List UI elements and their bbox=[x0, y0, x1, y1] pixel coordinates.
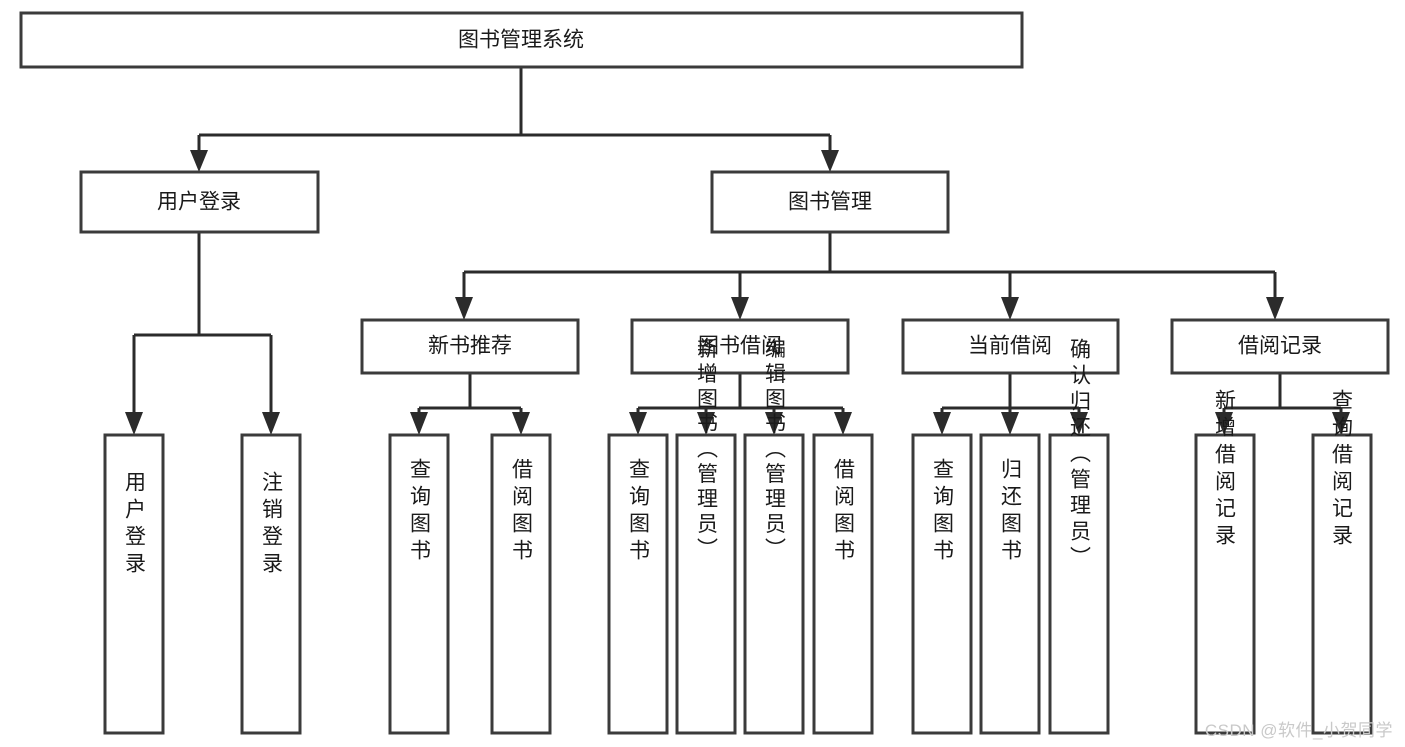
leaf-query-book-b[interactable]: 查询图书 bbox=[607, 433, 669, 735]
leaf-return-book-box[interactable] bbox=[979, 433, 1041, 735]
node-book-management-label: 图书管理 bbox=[788, 191, 872, 214]
leaf-add-borrow-record[interactable]: 新增借阅记录 bbox=[1194, 389, 1256, 735]
node-current-borrow-label: 当前借阅 bbox=[968, 335, 1052, 358]
arrow-head-leaf-e1 bbox=[1332, 412, 1350, 435]
node-new-book-recommend-box[interactable] bbox=[360, 318, 580, 375]
leaf-borrow-book-b[interactable]: 借阅图书 bbox=[812, 433, 874, 735]
node-root-box[interactable] bbox=[19, 11, 1024, 69]
arrow-head-user-login bbox=[190, 150, 208, 172]
leaf-logout[interactable]: 注销登录 bbox=[240, 433, 302, 735]
leaf-borrow-book-a-box[interactable] bbox=[490, 433, 552, 735]
leaf-return-book[interactable]: 归还图书 bbox=[979, 433, 1041, 735]
arrow-head-book-mgmt bbox=[821, 150, 839, 172]
leaf-add-borrow-record-box[interactable] bbox=[1194, 433, 1256, 735]
leaf-return-book-label: 归还图书 bbox=[999, 458, 1023, 566]
arrow-head-leaf-a0 bbox=[125, 412, 143, 435]
arrow-head-leaf-b0 bbox=[410, 412, 428, 435]
leaf-query-book-c[interactable]: 查询图书 bbox=[911, 433, 973, 735]
node-user-login-label: 用户登录 bbox=[157, 191, 241, 214]
leaf-query-book-b-box[interactable] bbox=[607, 433, 669, 735]
leaf-query-book-a-label: 查询图书 bbox=[408, 458, 432, 566]
leaf-confirm-return-label: 确认归还（管理员） bbox=[1068, 338, 1092, 572]
leaf-query-book-b-label: 查询图书 bbox=[627, 458, 651, 566]
arrow-head-leaf-d0 bbox=[933, 412, 951, 435]
arrow-head-leaf-c1 bbox=[697, 412, 715, 435]
connector-layer bbox=[125, 67, 1350, 435]
leaf-query-book-a[interactable]: 查询图书 bbox=[388, 433, 450, 735]
leaf-borrow-book-b-box[interactable] bbox=[812, 433, 874, 735]
node-current-borrow[interactable]: 当前借阅 bbox=[901, 318, 1120, 375]
node-book-borrow-box[interactable] bbox=[630, 318, 850, 375]
node-book-management[interactable]: 图书管理 bbox=[710, 170, 950, 234]
leaf-add-borrow-record-label: 新增借阅记录 bbox=[1213, 389, 1237, 551]
leaf-borrow-book-b-label: 借阅图书 bbox=[832, 458, 856, 566]
leaf-add-book-label: 新增图书（管理员） bbox=[695, 338, 719, 563]
node-book-borrow-label: 图书借阅 bbox=[698, 335, 782, 358]
leaf-user-login-label: 用户登录 bbox=[123, 471, 147, 579]
leaf-query-borrow-record[interactable]: 查询借阅记录 bbox=[1311, 389, 1373, 735]
leaf-edit-book[interactable]: 编辑图书（管理员） bbox=[743, 338, 805, 735]
node-borrow-record-box[interactable] bbox=[1170, 318, 1390, 375]
leaf-confirm-return-box[interactable] bbox=[1048, 433, 1110, 735]
node-current-borrow-box[interactable] bbox=[901, 318, 1120, 375]
leaf-query-borrow-record-box[interactable] bbox=[1311, 433, 1373, 735]
leaf-user-login[interactable]: 用户登录 bbox=[103, 433, 165, 735]
arrow-head-leaf-c3 bbox=[834, 412, 852, 435]
node-new-book-recommend-label: 新书推荐 bbox=[428, 335, 512, 358]
leaf-query-borrow-record-label: 查询借阅记录 bbox=[1330, 389, 1354, 551]
arrow-head-leaf-c2 bbox=[765, 412, 783, 435]
leaf-borrow-book-a[interactable]: 借阅图书 bbox=[490, 433, 552, 735]
arrow-head-leaf-b1 bbox=[512, 412, 530, 435]
node-borrow-record[interactable]: 借阅记录 bbox=[1170, 318, 1390, 375]
node-user-login-box[interactable] bbox=[79, 170, 320, 234]
node-user-login[interactable]: 用户登录 bbox=[79, 170, 320, 234]
node-book-borrow[interactable]: 图书借阅 bbox=[630, 318, 850, 375]
leaf-query-book-c-label: 查询图书 bbox=[931, 458, 955, 566]
arrow-head-l2-0 bbox=[455, 297, 473, 320]
node-new-book-recommend[interactable]: 新书推荐 bbox=[360, 318, 580, 375]
leaf-query-book-c-box[interactable] bbox=[911, 433, 973, 735]
arrow-head-leaf-c0 bbox=[629, 412, 647, 435]
leaf-logout-box[interactable] bbox=[240, 433, 302, 735]
arrow-head-leaf-d2 bbox=[1070, 412, 1088, 435]
leaf-edit-book-label: 编辑图书（管理员） bbox=[763, 338, 787, 563]
leaf-add-book[interactable]: 新增图书（管理员） bbox=[675, 338, 737, 735]
node-book-management-box[interactable] bbox=[710, 170, 950, 234]
arrow-head-l2-3 bbox=[1266, 297, 1284, 320]
node-borrow-record-label: 借阅记录 bbox=[1238, 335, 1322, 358]
arrow-head-leaf-a1 bbox=[262, 412, 280, 435]
node-root-label: 图书管理系统 bbox=[458, 29, 584, 52]
leaf-confirm-return[interactable]: 确认归还（管理员） bbox=[1048, 338, 1110, 735]
leaf-query-book-a-box[interactable] bbox=[388, 433, 450, 735]
arrow-head-leaf-e0 bbox=[1215, 412, 1233, 435]
arrow-head-l2-2 bbox=[1001, 297, 1019, 320]
leaf-user-login-box[interactable] bbox=[103, 433, 165, 735]
arrow-head-leaf-d1 bbox=[1001, 412, 1019, 435]
leaf-borrow-book-a-label: 借阅图书 bbox=[510, 458, 534, 566]
node-root[interactable]: 图书管理系统 bbox=[19, 11, 1024, 69]
arrow-head-l2-1 bbox=[731, 297, 749, 320]
leaf-logout-label: 注销登录 bbox=[260, 471, 284, 579]
leaf-edit-book-box[interactable] bbox=[743, 433, 805, 735]
leaf-add-book-box[interactable] bbox=[675, 433, 737, 735]
